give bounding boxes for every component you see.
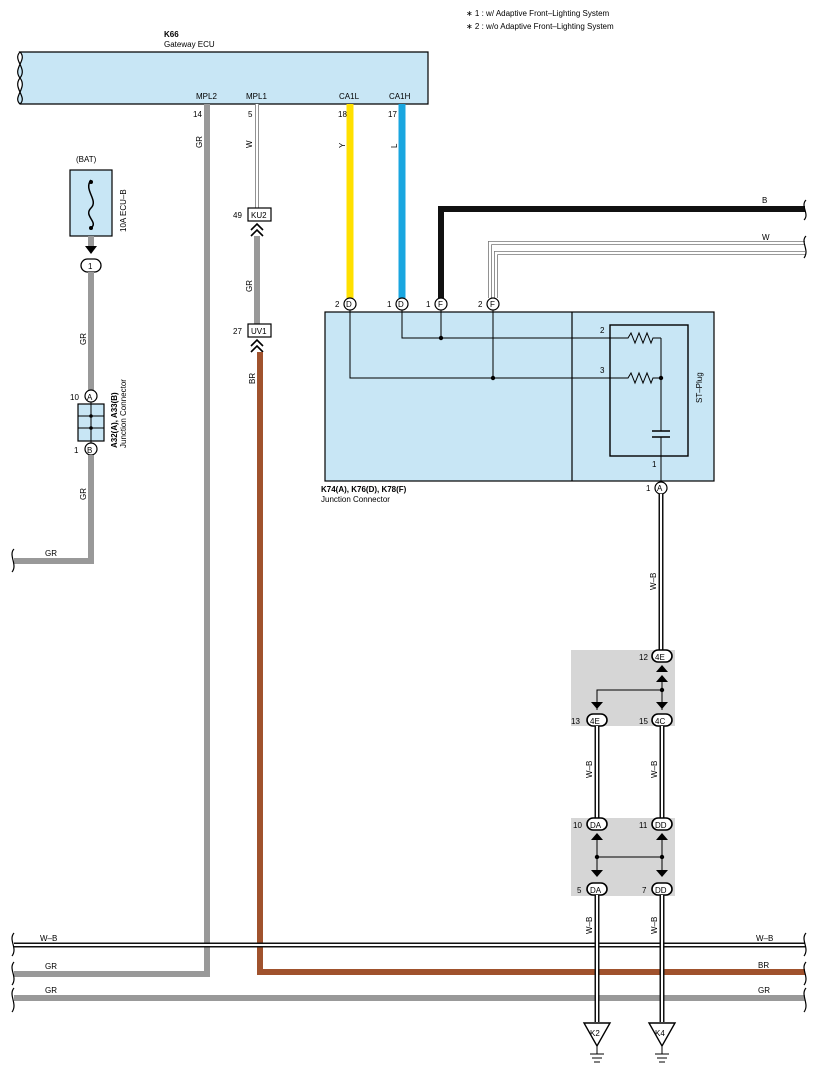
ecu-code: K66	[164, 30, 179, 39]
fuse-icon	[88, 179, 94, 229]
ground-k4-icon	[647, 1022, 677, 1048]
bus-br-right: BR	[758, 961, 769, 970]
ecu-box	[17, 51, 429, 105]
jcm-pin1-num: 2	[335, 300, 340, 309]
st-in-code: 4E	[655, 653, 665, 662]
wire-label-wb-st-r: W–B	[650, 761, 659, 778]
ku2-num: 49	[233, 211, 242, 220]
ground-k4-label: K4	[655, 1029, 665, 1038]
bus-gr2-left: GR	[45, 986, 57, 995]
bus-gr2-right: GR	[758, 986, 770, 995]
resistor-2-icon	[624, 371, 661, 385]
wire-label-br: BR	[248, 373, 257, 384]
wire-label-gr-left-h: GR	[45, 549, 57, 558]
ecu-num-5: 5	[248, 110, 253, 119]
sb-tl-num: 10	[573, 821, 582, 830]
st-plug-pin2: 2	[600, 326, 605, 335]
sb-br-code: DD	[655, 886, 667, 895]
ground-k2-icon	[582, 1022, 612, 1048]
note-1: ∗ 1 : w/ Adaptive Front–Lighting System	[466, 9, 610, 18]
wire-label-w: W	[245, 140, 254, 148]
st-right-num: 15	[639, 717, 648, 726]
ecu-pin-ca1h: CA1H	[389, 92, 411, 101]
jcm-out-num: 1	[646, 484, 651, 493]
ground-k2-label: K2	[590, 1029, 600, 1038]
uv1-num: 27	[233, 327, 242, 336]
st-left-code: 4E	[590, 717, 600, 726]
wire-label-gr: GR	[195, 136, 204, 148]
st-plug-pin3: 3	[600, 366, 605, 375]
sb-tr-num: 11	[639, 821, 648, 830]
jcl-name: Junction Connector	[119, 379, 128, 448]
jcm-pin2-num: 1	[387, 300, 392, 309]
jcl-code: A32(A), A33(B)	[110, 392, 119, 448]
wire-label-y: Y	[338, 142, 347, 148]
wire-label-wb-gnd-l: W–B	[585, 917, 594, 934]
wire-label-wb-gnd-r: W–B	[650, 917, 659, 934]
sb-br-num: 7	[642, 886, 647, 895]
fuse-label: 10A ECU–B	[119, 189, 128, 232]
wire-label-gr-ku2: GR	[245, 280, 254, 292]
wire-label-wb-out: W–B	[649, 573, 658, 590]
jcl-pin-top-letter: A	[87, 393, 93, 402]
jcm-pin4-num: 2	[478, 300, 483, 309]
ecu-num-14: 14	[193, 110, 202, 119]
wire-w2	[494, 251, 805, 298]
st-plug-label: ST–Plug	[695, 372, 704, 403]
st-in-num: 12	[639, 653, 648, 662]
fuse-pin-num: 1	[88, 262, 93, 271]
ecu-pin-ca1l: CA1L	[339, 92, 360, 101]
bus-wb-right: W–B	[756, 934, 773, 943]
wire-label-l: L	[390, 143, 399, 148]
note-2: ∗ 2 : w/o Adaptive Front–Lighting System	[466, 22, 614, 31]
ecu-num-18: 18	[338, 110, 347, 119]
st-plug	[609, 324, 689, 457]
ecu-name: Gateway ECU	[164, 40, 215, 49]
st-left-num: 13	[571, 717, 580, 726]
bus-wb-left: W–B	[40, 934, 57, 943]
jcm-name: Junction Connector	[321, 495, 390, 504]
jcl-pin-top-num: 10	[70, 393, 79, 402]
ecu-pin-mpl1: MPL1	[246, 92, 267, 101]
jcm-pin1-letter: D	[346, 300, 352, 309]
jcm-out-letter: A	[657, 484, 663, 493]
jcm-pin3-letter: F	[438, 300, 443, 309]
ecu-num-17: 17	[388, 110, 397, 119]
sb-bl-code: DA	[590, 886, 602, 895]
sb-tl-code: DA	[590, 821, 602, 830]
wire-w1	[488, 241, 805, 298]
sb-tr-code: DD	[655, 821, 667, 830]
wire-label-w-right: W	[762, 233, 770, 242]
resistor-1-icon	[624, 331, 661, 345]
uv1-code: UV1	[251, 327, 267, 336]
st-right-code: 4C	[655, 717, 665, 726]
ku2-code: KU2	[251, 211, 267, 220]
jcl-pin-bot-num: 1	[74, 446, 79, 455]
ecu-pin-mpl2: MPL2	[196, 92, 217, 101]
bus-gr-left: GR	[45, 962, 57, 971]
wire-label-gr-fuse: GR	[79, 333, 88, 345]
wire-label-gr-left: GR	[79, 488, 88, 500]
st-in-pin	[651, 649, 673, 663]
sb-tr-pin	[651, 817, 673, 831]
uv1-connector	[247, 323, 272, 338]
wire-label-b: B	[762, 196, 767, 205]
fuse-source: (BAT)	[76, 155, 97, 164]
ku2-connector	[247, 207, 272, 222]
st-plug-pin1: 1	[652, 460, 657, 469]
sb-tl-pin	[586, 817, 608, 831]
wire-label-wb-st-l: W–B	[585, 761, 594, 778]
sb-bl-num: 5	[577, 886, 582, 895]
jc-main-box	[324, 311, 715, 482]
jcm-pin4-letter: F	[490, 300, 495, 309]
wire-gr-left	[14, 455, 94, 564]
jcm-pin3-num: 1	[426, 300, 431, 309]
jcm-code: K74(A), K76(D), K78(F)	[321, 485, 407, 494]
wire-b	[438, 206, 805, 298]
jcl-pin-bot-letter: B	[87, 446, 92, 455]
jcm-pin2-letter: D	[398, 300, 404, 309]
